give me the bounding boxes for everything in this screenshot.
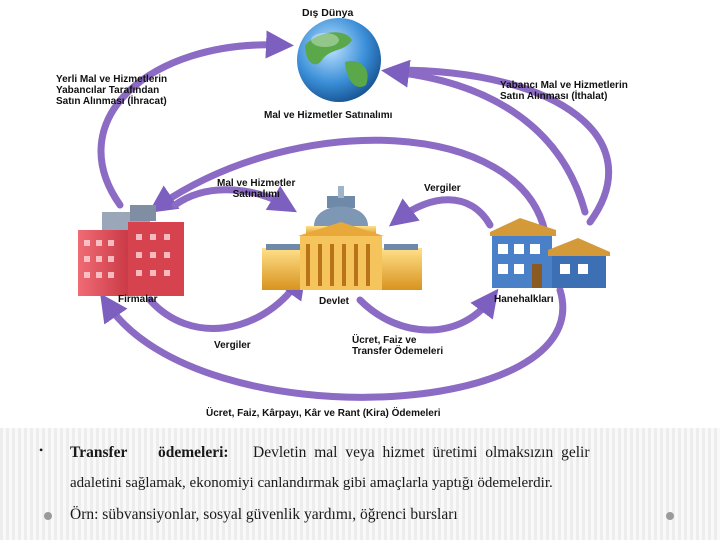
label-taxes-left: Vergiler [214,340,251,351]
label-imports: Yabancı Mal ve Hizmetlerin Satın Alınmas… [500,80,628,102]
example-line: Örn: sübvansiyonlar, sosyal güvenlik yar… [70,506,458,523]
label-world: Dış Dünya [302,7,354,19]
arrow-taxes-left [146,270,307,332]
definition-line-2: adaletini sağlamak, ekonomiyi canlandırm… [70,475,553,491]
term-payments: ödemeleri: [158,444,229,461]
label-goods-purchase-inner: Mal ve Hizmetler Satınalımı [217,178,296,200]
label-government: Devlet [319,296,350,307]
label-taxes-right: Vergiler [424,183,461,194]
arrow-taxes-right [388,196,494,229]
firms-building-icon [78,205,184,296]
circular-flow-diagram: Dış Dünya Yerli Mal ve Hizmetlerin Yaban… [56,7,628,420]
arrow-exports [97,30,294,209]
house-icon [490,218,610,288]
arrow-factor-payments [100,286,567,401]
label-factor-payments: Ücret, Faiz, Kârpayı, Kâr ve Rant (Kira)… [206,408,441,419]
arrow-goods-outer [148,136,549,236]
diagram-graphics [78,18,613,401]
flow-arrows [97,30,613,401]
globe-icon [297,18,381,102]
bullet-symbol: • [39,443,44,457]
label-firms: Firmalar [118,294,158,305]
definition-line-1: Devletin mal veya hizmet üretimi olmaksı… [253,444,590,461]
arrow-imports-head [381,59,589,216]
bullet-dot-right [666,512,674,520]
bullet-dot-left [44,512,52,520]
arrow-goods-inner [171,185,298,213]
arrow-imports [391,66,613,226]
arrow-transfers [356,288,499,334]
term-transfer: Transfer [70,444,128,461]
label-transfer-payments: Ücret, Faiz ve Transfer Ödemeleri [352,335,444,357]
government-building-icon [262,186,422,290]
label-goods-purchase-outer: Mal ve Hizmetler Satınalımı [264,110,393,121]
label-households: Hanehalkları [494,294,554,305]
definition-panel: • Transfer ödemeleri: Devletin mal veya … [0,428,720,540]
label-exports: Yerli Mal ve Hizmetlerin Yabancılar Tara… [56,74,168,107]
